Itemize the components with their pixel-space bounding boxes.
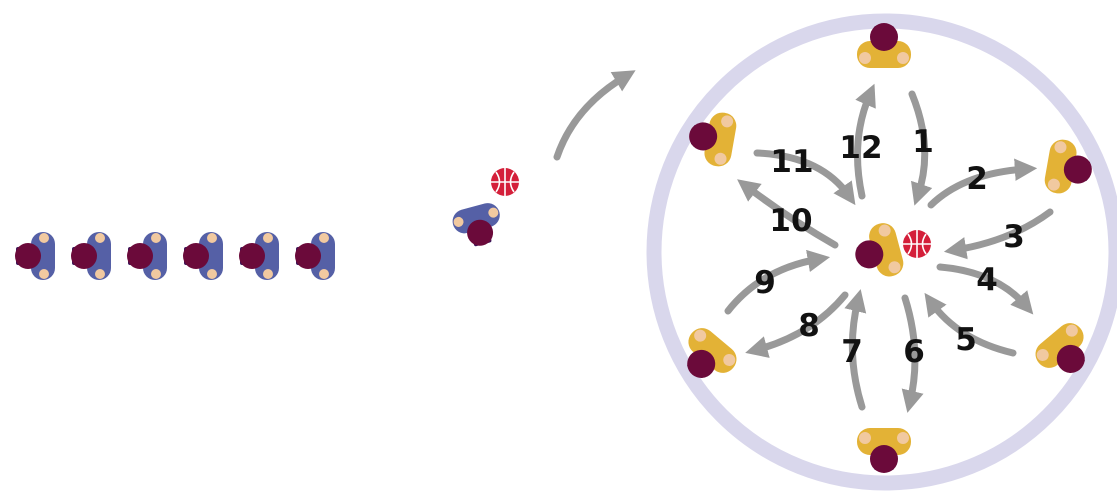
pass-arrow-11 [753,149,856,206]
queue-player [71,232,111,280]
running-player [449,200,507,252]
pass-arrow-1 [908,90,933,206]
center-player [848,220,907,285]
pass-arrow-4 [936,263,1034,315]
pass-arrow-9 [724,249,831,315]
player-queue [15,232,335,280]
pass-numbers: 1 2 3 4 5 6 7 8 9 10 11 12 [754,124,1025,370]
queue-player [239,232,279,280]
pass-label-2: 2 [966,161,988,197]
queue-player [183,232,223,280]
pass-label-4: 4 [976,262,998,298]
pass-arrow-2 [927,158,1038,209]
pass-label-3: 3 [1003,219,1025,255]
queue-player [127,232,167,280]
pass-arrow-7 [844,289,867,411]
pass-label-11: 11 [770,144,813,180]
pass-arrow-12 [854,83,876,200]
basketball-icon [490,167,520,197]
pass-arrow-5 [924,292,1017,357]
queue-player [295,232,335,280]
drill-circle [646,13,1117,491]
pass-arrow-8 [745,291,849,358]
queue-player [15,232,55,280]
center-basketball-icon [902,229,932,259]
pass-label-7: 7 [841,334,863,370]
player-top [857,23,911,68]
pass-arrow-10 [737,179,839,249]
pass-label-1: 1 [912,124,934,160]
pass-label-5: 5 [955,322,977,358]
pass-arrows [724,83,1054,413]
pass-arrow-6 [901,294,924,413]
pass-label-6: 6 [903,334,925,370]
pass-label-12: 12 [839,130,882,166]
curved-arrow-icon [553,70,636,161]
pass-arrow-3 [943,208,1054,260]
player-bottom [857,428,911,473]
pass-label-10: 10 [769,203,812,239]
pass-label-9: 9 [754,265,776,301]
pass-label-8: 8 [798,308,820,344]
